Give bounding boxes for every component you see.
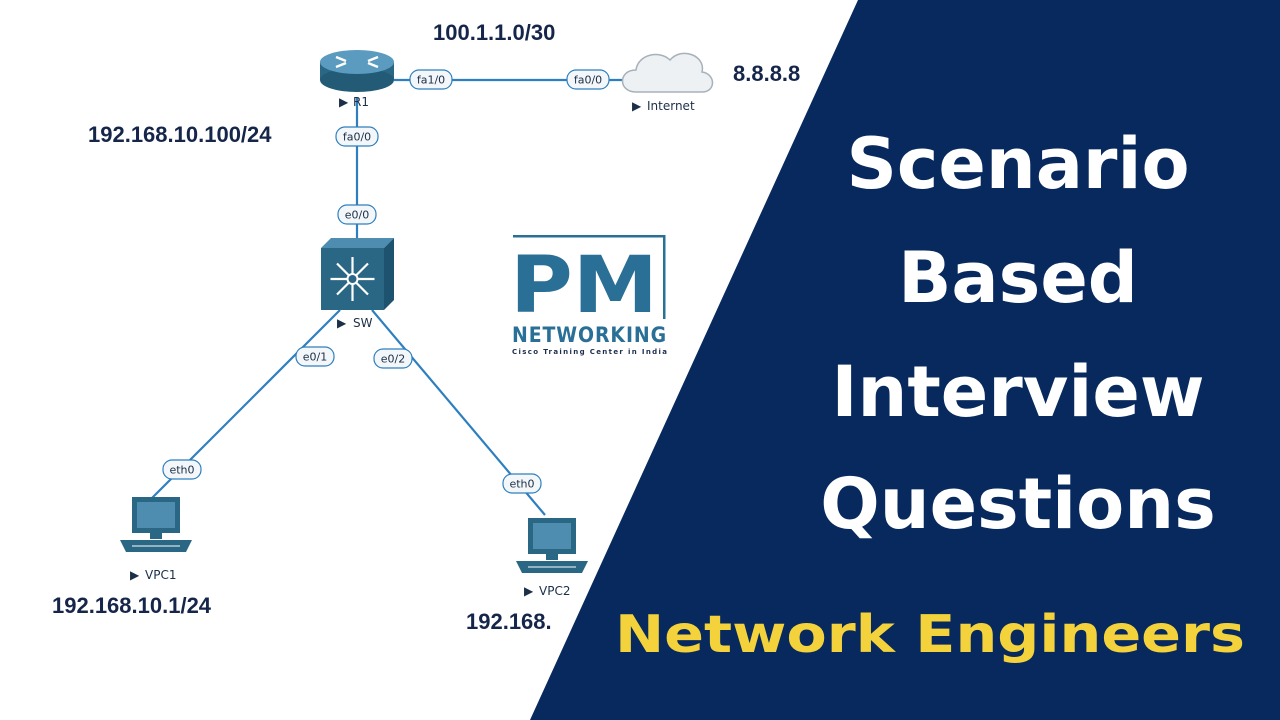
port-label: fa0/0 [343,131,371,144]
port-label: e0/0 [345,209,369,222]
title-panel-background [530,0,1280,720]
port-sw-e0-1: e0/1 [295,346,335,367]
r1-lan-ip-label: 192.168.10.100/24 [88,122,272,147]
switch-play-icon: ▶ [337,316,347,330]
title-block: Scenario Based Interview Questions [820,123,1216,545]
router-label: R1 [353,95,369,109]
title-line-1: Scenario [846,123,1189,205]
internet-play-icon: ▶ [632,99,642,113]
switch-icon[interactable] [321,238,394,310]
port-label: eth0 [509,478,534,491]
logo-tagline: Cisco Training Center in India [512,348,667,356]
switch-label: SW [353,316,373,330]
router-icon[interactable] [320,50,394,92]
port-vpc2-eth0: eth0 [502,473,542,494]
title-line-2: Based [898,237,1138,319]
port-sw-e0-0: e0/0 [337,204,377,225]
vpc1-ip-label: 192.168.10.1/24 [52,593,212,618]
port-label: fa1/0 [417,74,445,87]
port-r1-fa0-0: fa0/0 [335,126,379,147]
port-internet-fa0-0: fa0/0 [566,69,610,90]
vpc1-play-icon: ▶ [130,568,140,582]
vpc1-label: VPC1 [145,568,176,582]
port-label: e0/2 [381,353,405,366]
vpc2-ip-label: 192.168. [466,609,552,634]
vpc2-play-icon: ▶ [524,584,534,598]
port-label: eth0 [169,464,194,477]
internet-label: Internet [647,99,695,113]
port-label: fa0/0 [574,74,602,87]
pc-icon[interactable] [516,518,588,573]
router-play-icon: ▶ [339,95,349,109]
internet-ip-label: 8.8.8.8 [733,61,800,86]
port-sw-e0-2: e0/2 [373,348,413,369]
title-line-3: Interview [831,351,1204,433]
port-vpc1-eth0: eth0 [162,459,202,480]
pm-networking-logo: PM NETWORKING Cisco Training Center in I… [510,235,667,356]
logo-name: NETWORKING [512,323,667,347]
vpc2-label: VPC2 [539,584,570,598]
pc-icon[interactable] [120,497,192,552]
cloud-icon[interactable] [621,52,714,93]
port-fa1-0: fa1/0 [409,69,453,90]
wan-subnet-label: 100.1.1.0/30 [433,20,555,45]
logo-letters: PM [510,241,658,331]
title-line-4: Questions [820,463,1216,545]
port-label: e0/1 [303,351,327,364]
subtitle: Network Engineers [615,605,1245,665]
